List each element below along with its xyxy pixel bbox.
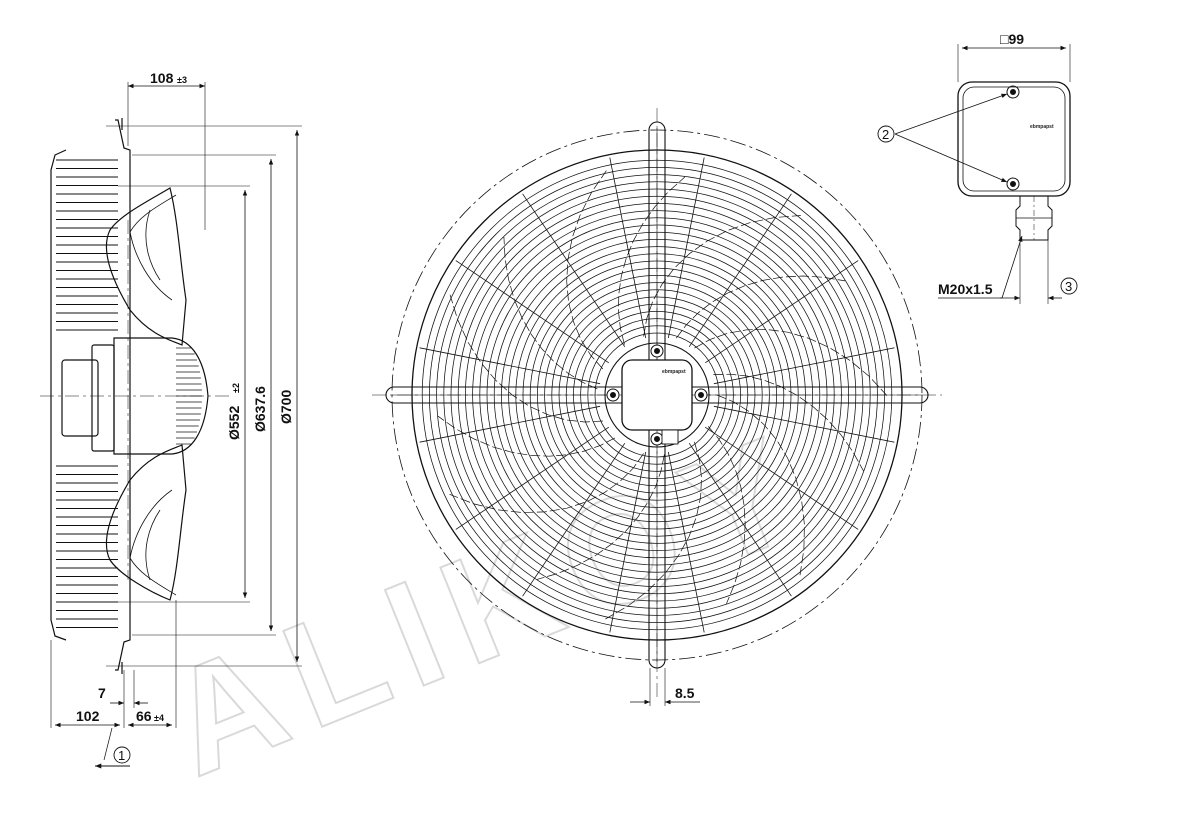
front-hub-ring xyxy=(604,342,710,448)
front-guard-spoke xyxy=(455,426,610,530)
dim-slot-8-5: 8.5 xyxy=(675,685,695,701)
front-blade-edge xyxy=(694,329,888,396)
front-blade-edge xyxy=(566,170,607,370)
front-guard-spoke xyxy=(522,442,626,597)
front-blade-edge xyxy=(605,441,702,620)
dim-depth-108-tol: ±3 xyxy=(177,75,187,85)
dim-offset-66: 66 xyxy=(136,708,152,724)
dim-offset-102: 102 xyxy=(76,708,100,724)
dim-box-square-99: □99 xyxy=(1000,31,1024,47)
front-blade-edge xyxy=(618,176,686,345)
front-guard-spoke xyxy=(419,405,601,443)
front-blade-edge xyxy=(536,454,665,580)
front-blades xyxy=(437,170,888,620)
terminal-screw-bottom xyxy=(1006,177,1020,191)
front-guard-spoke xyxy=(609,157,647,339)
dim-depth-108: 108 xyxy=(150,70,174,86)
front-blade-edge xyxy=(675,275,846,339)
dim-offset-7: 7 xyxy=(98,685,106,701)
terminal-box-outline xyxy=(957,81,1071,197)
front-guard-spoke xyxy=(419,347,601,385)
front-guard-spoke xyxy=(688,442,792,597)
dim-dia-552: Ø552 xyxy=(226,406,242,440)
dim-dia-637: Ø637.6 xyxy=(252,386,268,432)
side-flange xyxy=(115,119,131,671)
dim-dia-552-tol: ±2 xyxy=(231,383,241,393)
terminal-screw-top xyxy=(1006,85,1020,99)
front-view xyxy=(372,108,942,706)
front-guard-spoke xyxy=(455,260,610,364)
front-blade-edge xyxy=(643,215,801,337)
front-blade-edge xyxy=(503,236,598,390)
front-brand-text: ebmpapst xyxy=(662,369,686,375)
dim-offset-66-tol: ±4 xyxy=(154,713,164,723)
side-view xyxy=(40,82,302,769)
side-blade-lower xyxy=(105,444,187,601)
front-guard-spoke xyxy=(688,193,792,348)
side-guard-outline xyxy=(50,149,67,641)
callout-gland: 3 xyxy=(1065,279,1072,294)
callout-circle-3 xyxy=(1060,277,1078,295)
side-blade-upper xyxy=(105,187,187,346)
front-guard-spoke xyxy=(667,157,705,339)
side-motor-terminal xyxy=(61,359,99,437)
front-guard-spoke xyxy=(609,451,647,633)
front-guard-spokes xyxy=(419,157,895,633)
terminal-box-view xyxy=(877,44,1078,304)
callout-screws: 2 xyxy=(882,127,889,142)
callout-circle-2 xyxy=(877,125,895,143)
side-hub-fins xyxy=(176,347,202,445)
front-blade-edge xyxy=(716,394,805,576)
front-blade-edge xyxy=(449,453,644,513)
front-blade-edge xyxy=(707,426,746,604)
front-guard-spoke xyxy=(704,426,859,530)
dim-dia-700: Ø700 xyxy=(278,390,294,424)
box-brand-text: ebmpapst xyxy=(1030,124,1054,130)
front-guard-spoke xyxy=(713,347,895,385)
front-terminal-box xyxy=(621,359,693,431)
front-blade-edge xyxy=(437,415,616,457)
front-guard-spoke xyxy=(667,451,705,633)
front-guard-spoke xyxy=(713,405,895,443)
cable-gland-label: M20x1.5 xyxy=(938,281,993,297)
callout-airflow: 1 xyxy=(118,748,125,763)
front-guard-spoke xyxy=(522,193,626,348)
side-hub xyxy=(113,337,209,455)
front-guard-spoke xyxy=(704,260,859,364)
